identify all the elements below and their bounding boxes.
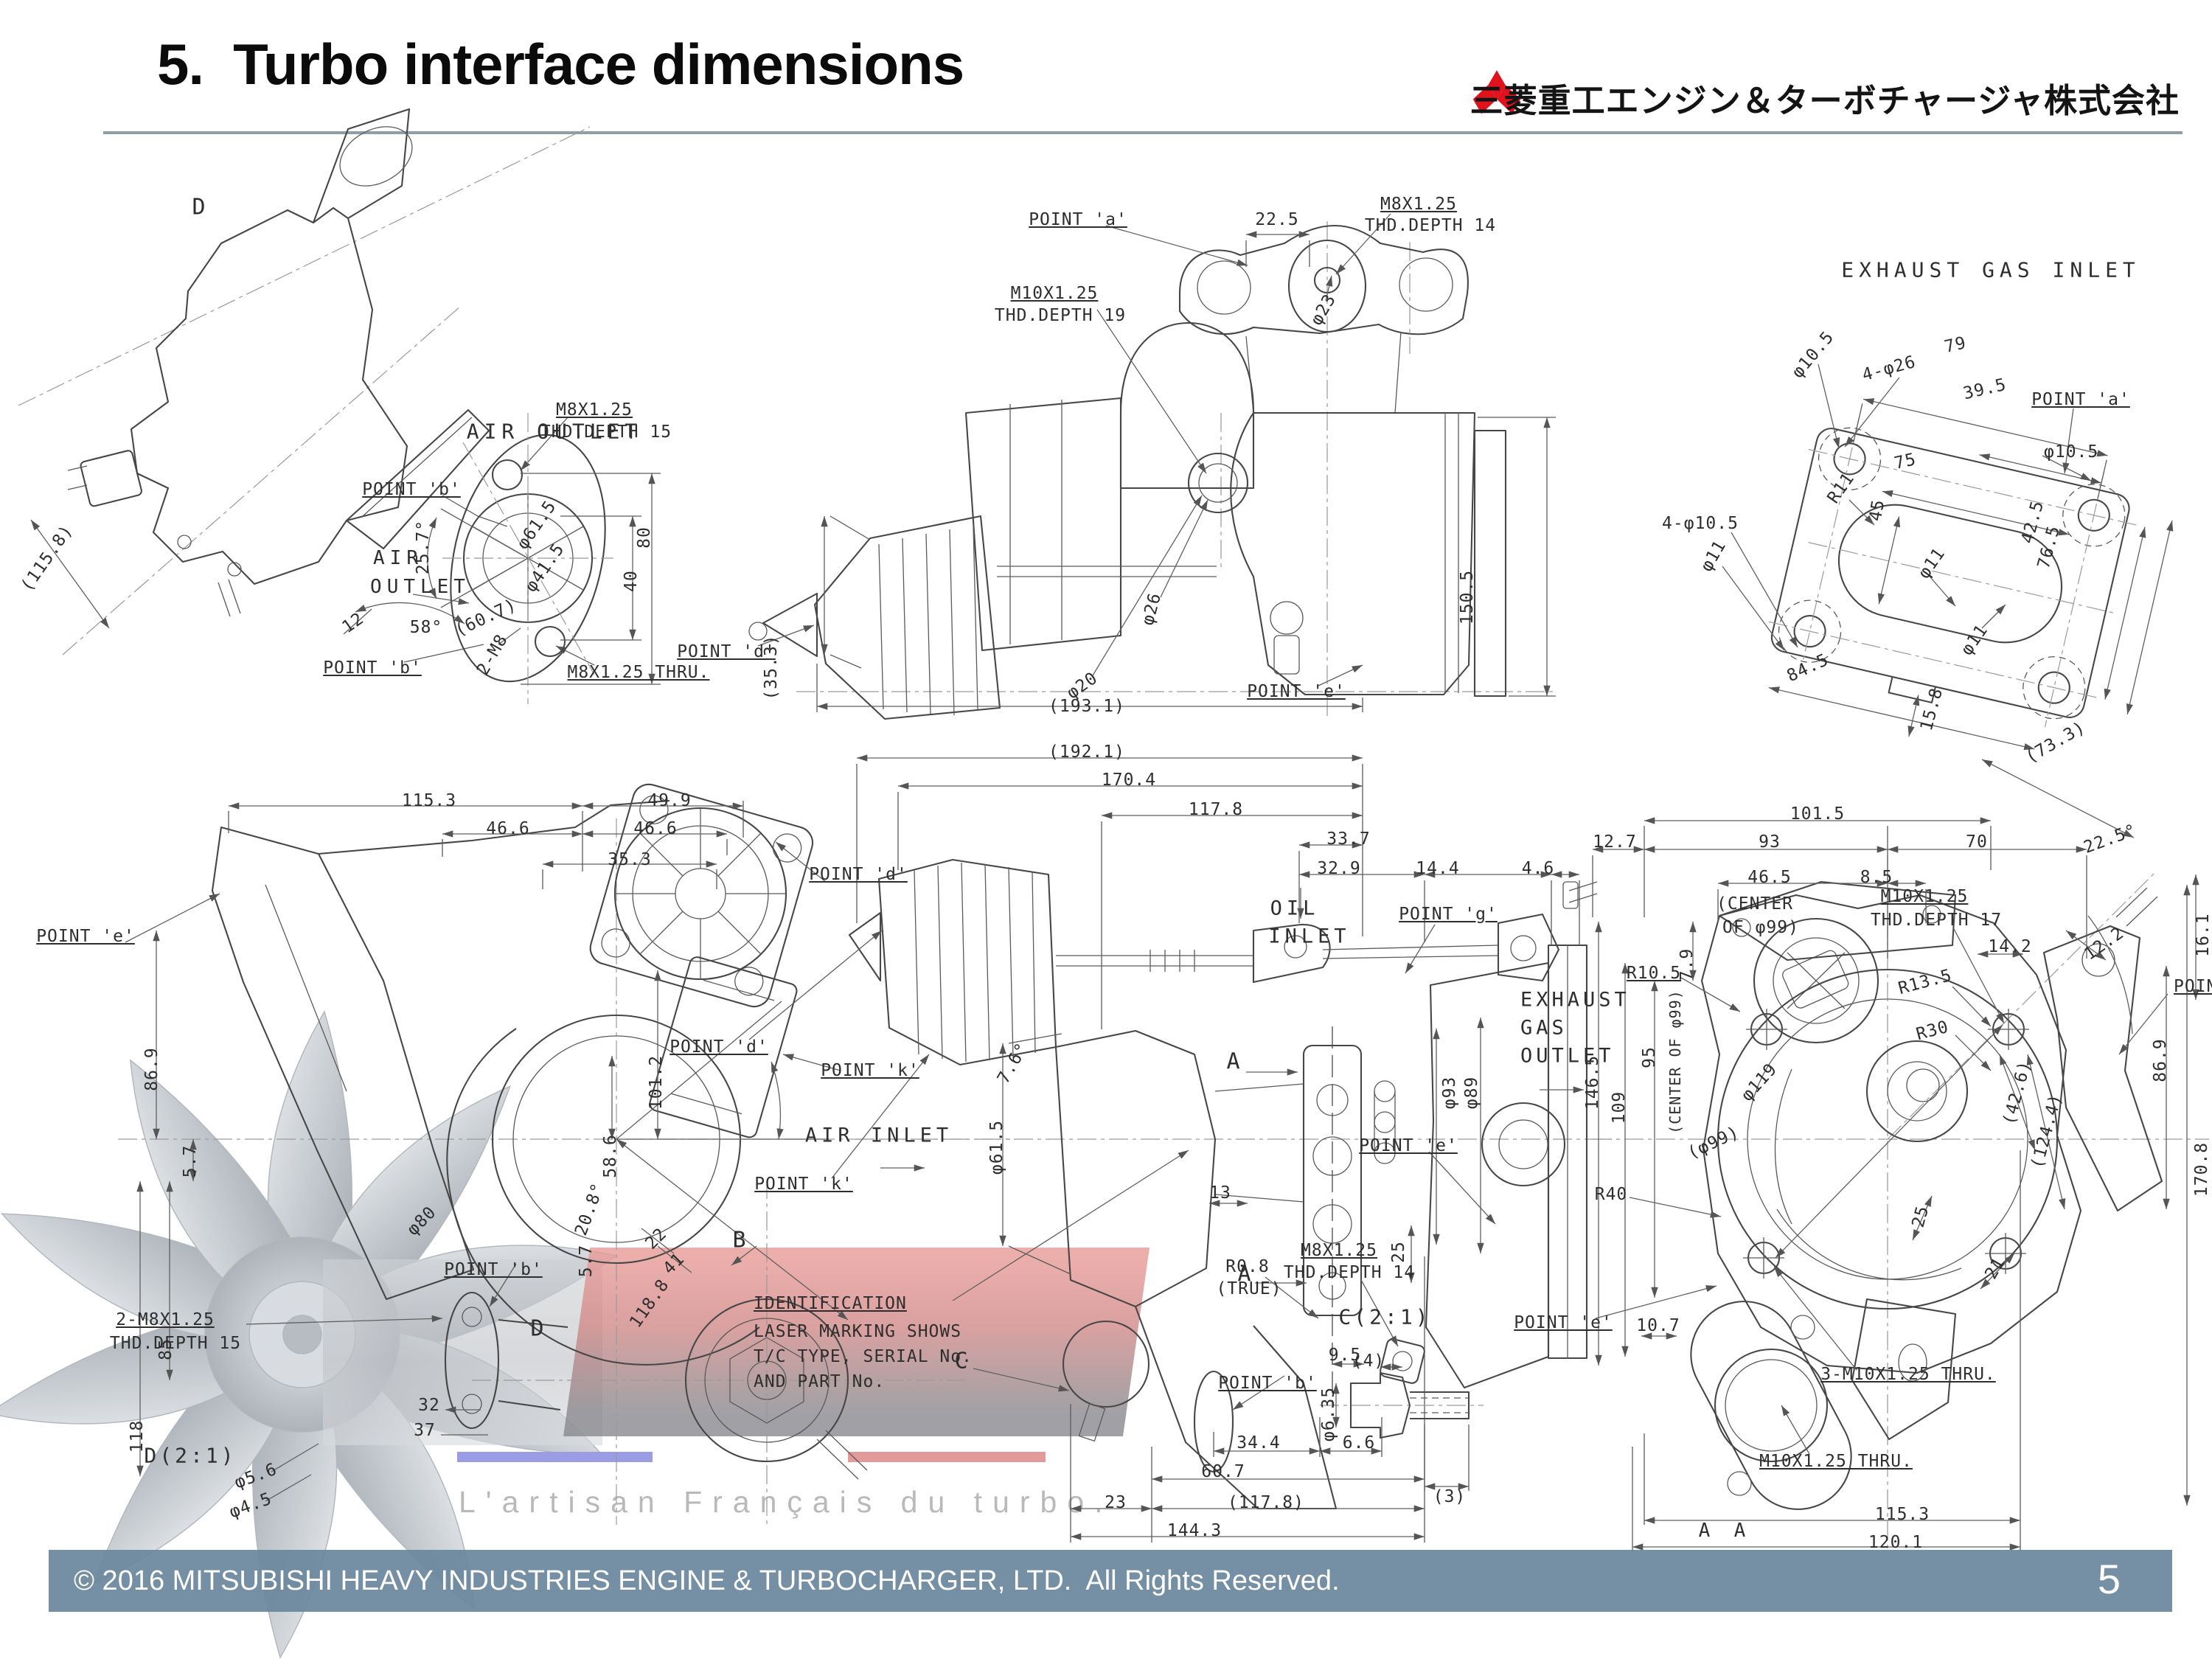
title-text: Turbo interface dimensions [233, 32, 964, 97]
watermark-bg-text: BG [323, 1259, 602, 1445]
page-title: 5. Turbo interface dimensions [157, 31, 964, 98]
watermark-purple-bar [457, 1452, 653, 1462]
footer-bar: © 2016 MITSUBISHI HEAVY INDUSTRIES ENGIN… [49, 1550, 2172, 1612]
watermark-red-bar [848, 1452, 1046, 1462]
view-bottom-right-rear [1592, 759, 2209, 1551]
page-number: 5 [2097, 1556, 2121, 1602]
copyright-text: © 2016 MITSUBISHI HEAVY INDUSTRIES ENGIN… [74, 1565, 1340, 1596]
header-divider [103, 131, 2183, 134]
watermark-tagline: L'artisan Français du turbo. [459, 1485, 1113, 1519]
view-air-outlet-flange [427, 413, 661, 704]
mitsubishi-logo-icon [1472, 70, 1521, 114]
title-number: 5. [157, 32, 204, 97]
view-exhaust-gas-inlet [1722, 364, 2174, 751]
view-top-left-assembly [18, 108, 595, 666]
view-top-middle [748, 213, 1557, 720]
view-bottom-left-front [118, 783, 1010, 1525]
view-bottom-middle-side [748, 754, 1618, 1543]
company-name: 三菱重工エンジン＆ターボチャージャ株式会社 [1470, 82, 2180, 119]
